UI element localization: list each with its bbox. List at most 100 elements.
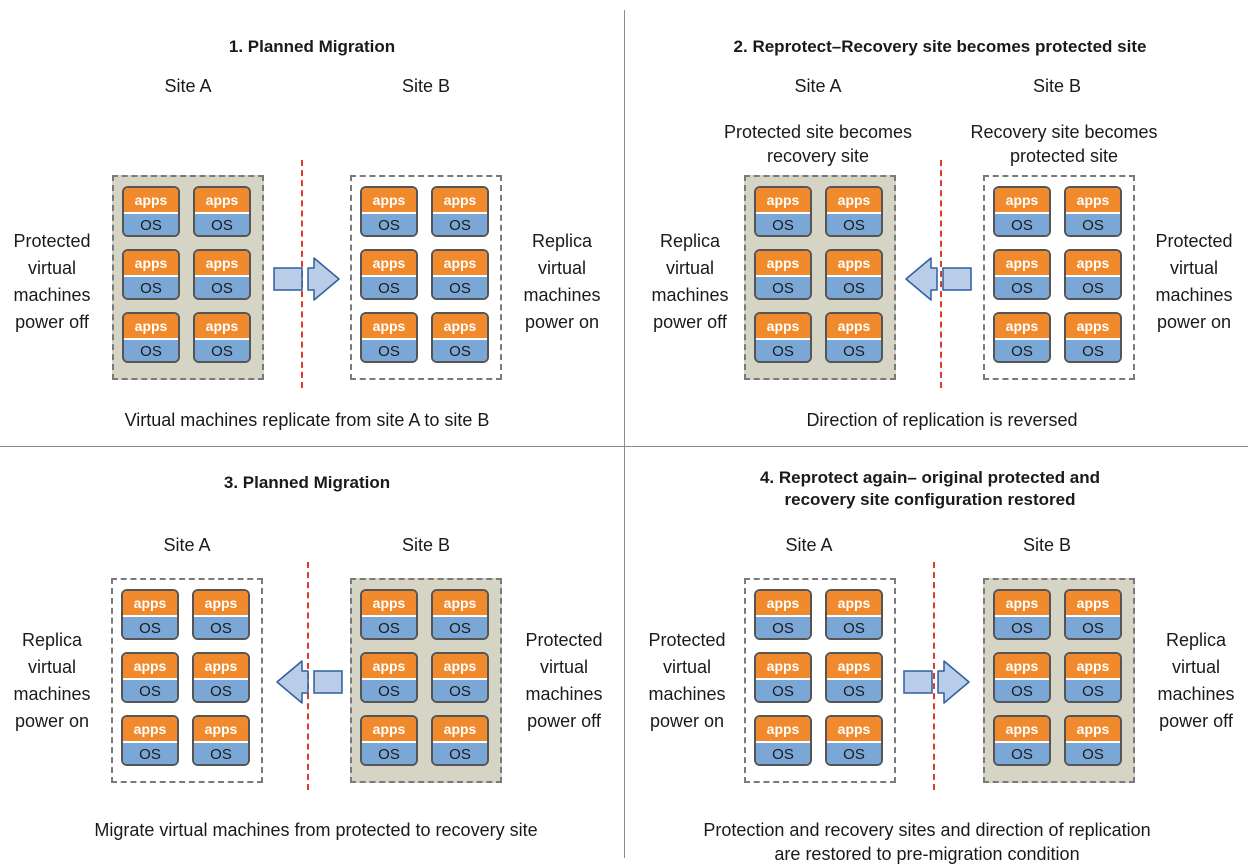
vm-os-layer: OS <box>827 680 881 701</box>
horizontal-divider <box>0 446 1248 447</box>
vm-apps-layer: apps <box>194 654 248 680</box>
panel-1-caption: Virtual machines replicate from site A t… <box>124 410 490 430</box>
vm-apps-layer: apps <box>995 188 1049 214</box>
vm-os-layer: OS <box>1066 214 1120 235</box>
vm-os-layer: OS <box>827 340 881 361</box>
vm-apps-layer: apps <box>124 314 178 340</box>
vm-os-layer: OS <box>756 340 810 361</box>
vm-os-layer: OS <box>756 277 810 298</box>
vm-apps-layer: apps <box>362 654 416 680</box>
vm-apps-layer: apps <box>1066 654 1120 680</box>
vm-apps-layer: apps <box>756 314 810 340</box>
vm-os-layer: OS <box>827 214 881 235</box>
vm-apps-layer: apps <box>756 188 810 214</box>
vm-os-layer: OS <box>1066 680 1120 701</box>
vm-os-layer: OS <box>827 743 881 764</box>
panel-4-site-b-label: Site B <box>1022 535 1072 555</box>
vm-os-layer: OS <box>995 277 1049 298</box>
vm-apps-layer: apps <box>756 717 810 743</box>
vm-os-layer: OS <box>827 277 881 298</box>
vm-apps-layer: apps <box>433 591 487 617</box>
panel-2-title: 2. Reprotect–Recovery site becomes prote… <box>733 37 1147 56</box>
vm-apps-layer: apps <box>995 654 1049 680</box>
vm-apps-layer: apps <box>433 654 487 680</box>
vm-os-layer: OS <box>194 680 248 701</box>
vm-os-layer: OS <box>1066 617 1120 638</box>
vm-apps-layer: apps <box>124 188 178 214</box>
vm-os-layer: OS <box>756 214 810 235</box>
vm-apps-layer: apps <box>1066 591 1120 617</box>
vm-apps-layer: apps <box>124 251 178 277</box>
vm-apps-layer: apps <box>123 591 177 617</box>
vm-os-layer: OS <box>756 680 810 701</box>
vm-apps-layer: apps <box>362 251 416 277</box>
vm-os-layer: OS <box>124 214 178 235</box>
panel-2-caption: Direction of replication is reversed <box>806 410 1078 430</box>
vm-apps-layer: apps <box>827 251 881 277</box>
vm-os-layer: OS <box>995 340 1049 361</box>
vm-os-layer: OS <box>433 340 487 361</box>
vm-os-layer: OS <box>124 277 178 298</box>
vm-apps-layer: apps <box>995 591 1049 617</box>
vm-apps-layer: apps <box>1066 314 1120 340</box>
vm-apps-layer: apps <box>827 654 881 680</box>
panel-1-site-b-label: Site B <box>401 76 451 96</box>
vm-apps-layer: apps <box>433 717 487 743</box>
vm-os-layer: OS <box>362 743 416 764</box>
panel-1-site-a-label: Site A <box>164 76 212 96</box>
vm-apps-layer: apps <box>756 654 810 680</box>
vm-apps-layer: apps <box>194 591 248 617</box>
vm-apps-layer: apps <box>433 314 487 340</box>
vm-apps-layer: apps <box>827 717 881 743</box>
vm-apps-layer: apps <box>433 251 487 277</box>
panel-2-replication-arrow-icon <box>905 257 972 301</box>
vm-apps-layer: apps <box>1066 251 1120 277</box>
vm-os-layer: OS <box>195 214 249 235</box>
panel-2-site-boundary-line <box>940 160 942 388</box>
vm-apps-layer: apps <box>123 654 177 680</box>
vm-apps-layer: apps <box>195 251 249 277</box>
vm-apps-layer: apps <box>433 188 487 214</box>
vm-apps-layer: apps <box>362 717 416 743</box>
vm-os-layer: OS <box>194 743 248 764</box>
vm-os-layer: OS <box>362 340 416 361</box>
panel-4-site-a-label: Site A <box>785 535 833 555</box>
panel-3-replication-arrow-icon <box>276 660 343 704</box>
vm-os-layer: OS <box>1066 743 1120 764</box>
vm-apps-layer: apps <box>362 188 416 214</box>
panel-3-site-a-label: Site A <box>163 535 211 555</box>
vm-apps-layer: apps <box>1066 717 1120 743</box>
panel-2-site-b-label: Site B <box>1032 76 1082 96</box>
